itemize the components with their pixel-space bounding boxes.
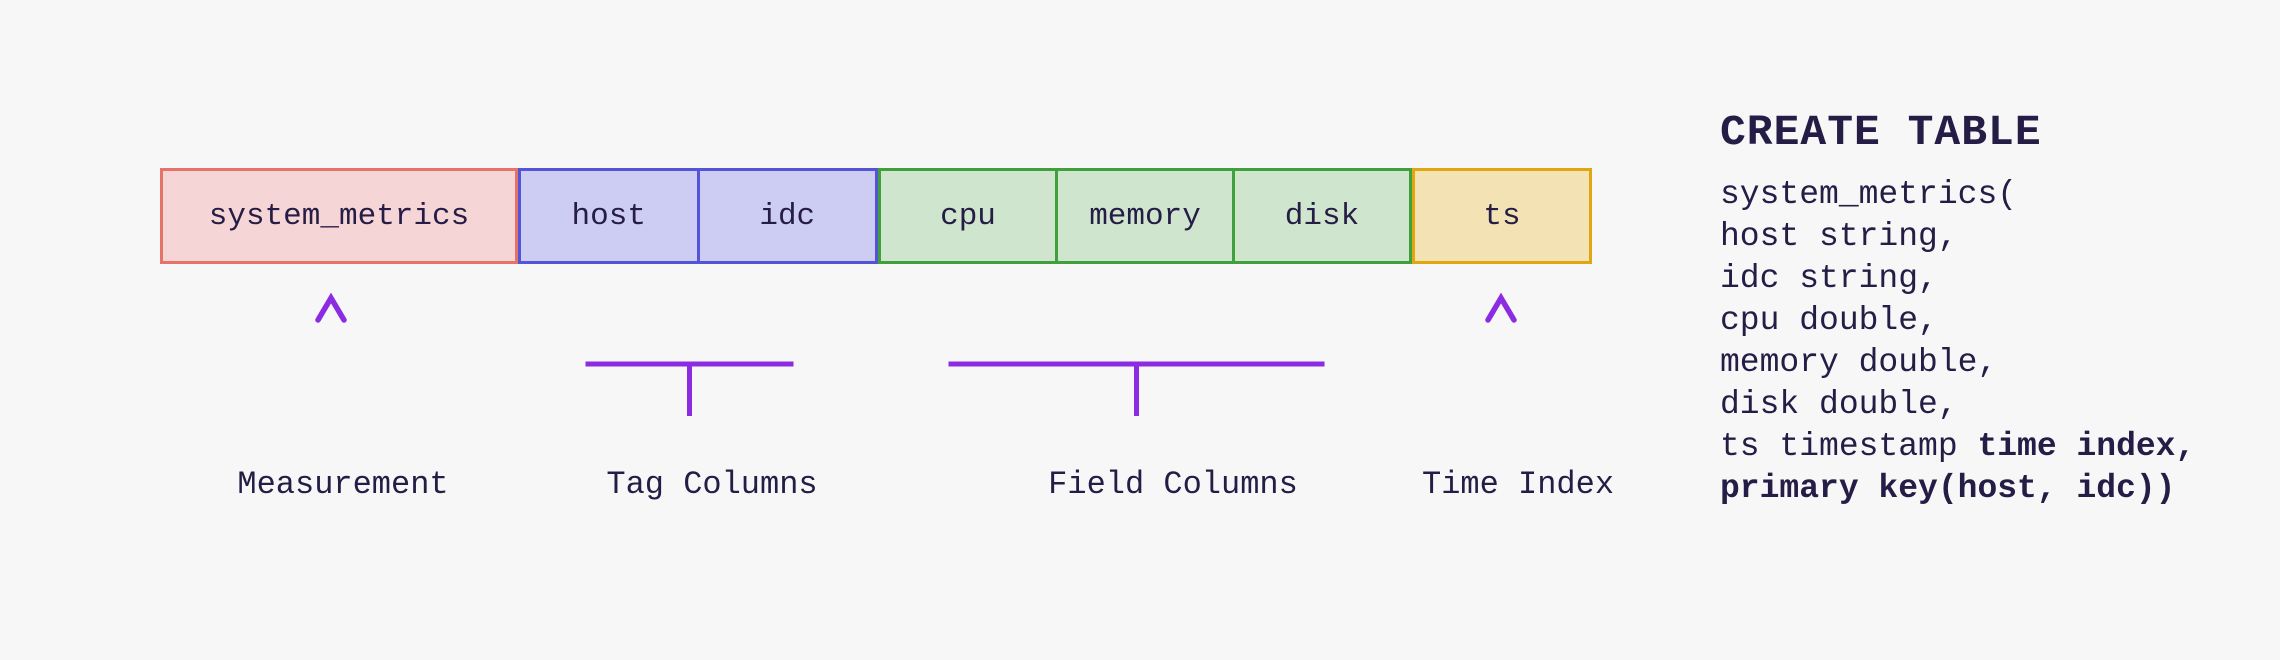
tag-cell-host: host [521, 171, 697, 261]
sql-code-line: disk double, [1720, 386, 1958, 423]
sql-code-line: primary key(host, idc)) [1720, 470, 2176, 507]
tag-columns-label: Tag Columns [606, 466, 818, 503]
time-index-label: Time Index [1421, 466, 1615, 503]
tag-cell-idc: idc [696, 171, 876, 261]
tag-columns-group: host idc [518, 168, 878, 264]
sql-code-line: ts timestamp time index, [1720, 428, 2196, 465]
field-columns-group: cpu memory disk [878, 168, 1412, 264]
tag-cell-host-label: host [571, 198, 646, 234]
sql-code-line: host string, [1720, 218, 1958, 255]
time-index-arrow-icon [1485, 293, 1517, 413]
field-cell-memory-label: memory [1089, 198, 1201, 234]
field-cell-cpu-label: cpu [940, 198, 996, 234]
measurement-label: Measurement [237, 466, 449, 503]
tag-columns-bracket-icon [585, 299, 794, 416]
sql-title: CREATE TABLE [1720, 108, 2042, 157]
measurement-arrow-icon [315, 293, 347, 413]
time-index-cell-label: ts [1483, 198, 1521, 234]
sql-code-line: cpu double, [1720, 302, 1938, 339]
sql-code: system_metrics(host string, idc string, cp… [1720, 174, 2195, 510]
measurement-cell-label: system_metrics [208, 198, 470, 234]
tag-cell-idc-label: idc [759, 198, 816, 234]
field-cell-disk-label: disk [1284, 198, 1360, 234]
sql-code-line: idc string, [1720, 260, 1938, 297]
time-index-cell: ts [1412, 168, 1592, 264]
measurement-cell: system_metrics [160, 168, 518, 264]
field-columns-bracket-icon [948, 299, 1325, 416]
sql-code-line: memory double, [1720, 344, 1998, 381]
field-cell-disk: disk [1232, 171, 1409, 261]
field-cell-memory: memory [1055, 171, 1232, 261]
field-cell-cpu: cpu [881, 171, 1055, 261]
sql-code-line: system_metrics( [1720, 176, 2018, 213]
field-columns-label: Field Columns [1048, 466, 1298, 503]
